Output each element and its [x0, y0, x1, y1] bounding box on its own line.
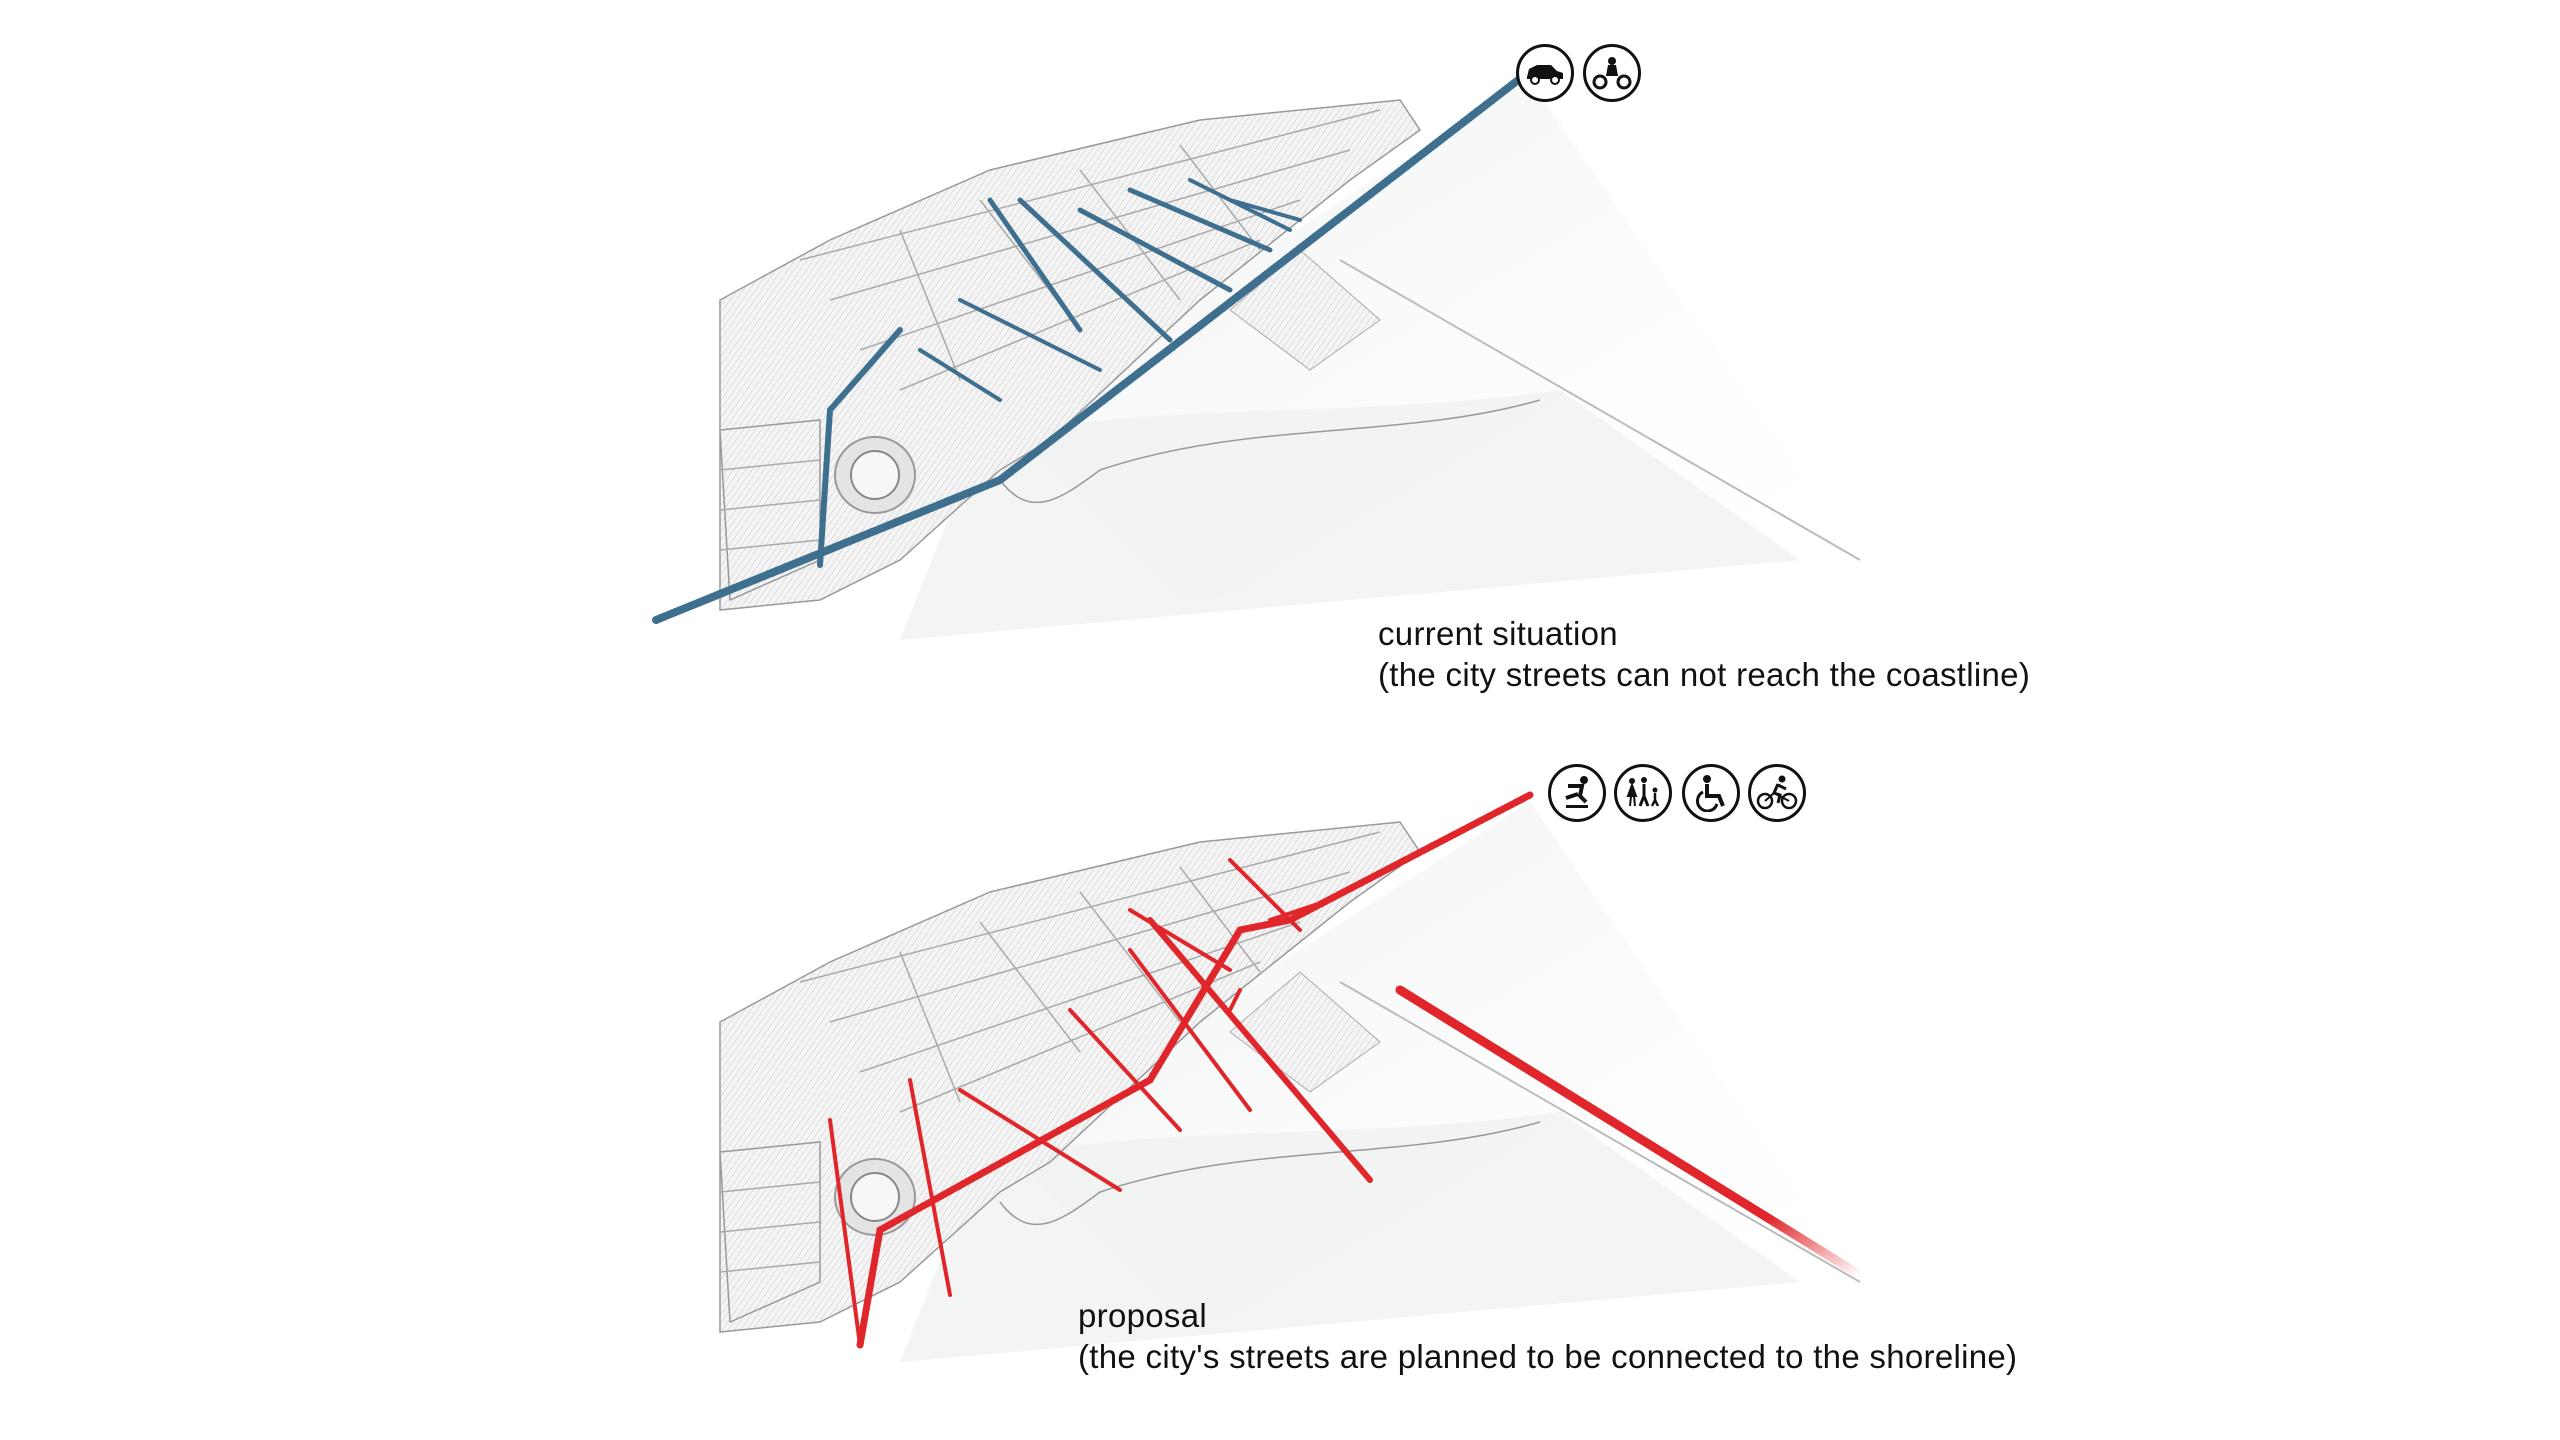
street	[958, 1088, 1122, 1192]
street	[1077, 207, 1233, 293]
proposal-map	[719, 791, 1865, 1363]
skateboarder-icon	[1548, 764, 1606, 822]
street	[1188, 178, 1292, 232]
street	[908, 1078, 952, 1297]
street	[958, 298, 1102, 372]
current-situation-map	[652, 70, 1861, 641]
current-situation-subtitle: (the city streets can not reach the coas…	[1378, 656, 2031, 693]
wheelchair-icon	[1682, 764, 1740, 822]
street	[1128, 948, 1252, 1112]
street	[1228, 858, 1302, 932]
street	[1228, 988, 1242, 1012]
street	[1127, 187, 1273, 253]
cyclist-icon	[1748, 764, 1806, 822]
street	[1147, 917, 1373, 1183]
pier-axis	[1395, 985, 1865, 1280]
street	[828, 1118, 862, 1347]
current-situation-title: current situation	[1378, 615, 1618, 652]
street	[918, 348, 1002, 402]
street	[987, 197, 1083, 333]
car-icon	[1516, 44, 1574, 102]
proposal-streets	[828, 791, 1865, 1349]
street	[1017, 197, 1173, 343]
main-road	[652, 70, 1530, 624]
street	[1228, 198, 1302, 222]
proposal-subtitle: (the city's streets are planned to be co…	[1078, 1338, 2018, 1375]
motorcycle-icon	[1583, 44, 1641, 102]
current-situation-caption: current situation (the city streets can …	[1378, 613, 2030, 695]
street	[1128, 908, 1232, 972]
current-streets	[652, 70, 1530, 624]
street	[1068, 1008, 1182, 1132]
proposal-title: proposal	[1078, 1297, 1207, 1334]
family-pedestrians-icon	[1614, 764, 1672, 822]
proposal-caption: proposal (the city's streets are planned…	[1078, 1295, 2017, 1377]
street	[817, 327, 903, 568]
street	[1268, 898, 1332, 922]
